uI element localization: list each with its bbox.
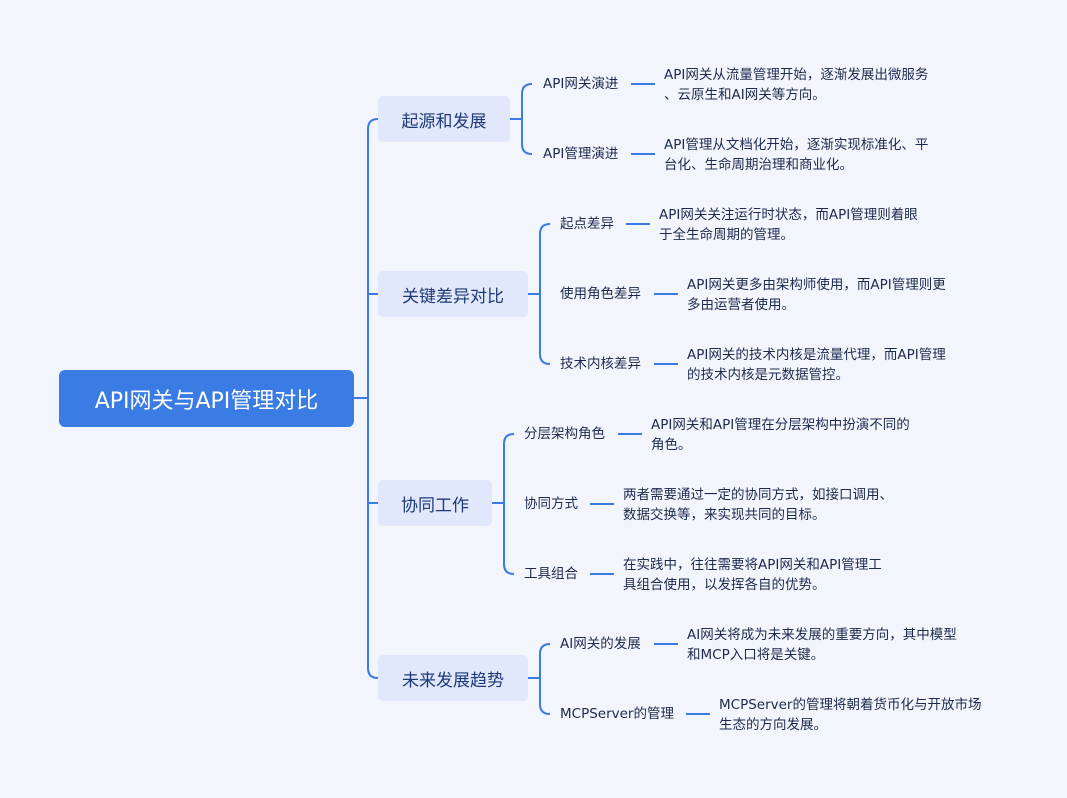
branch-collaboration[interactable]: 协同工作 <box>378 480 492 526</box>
branch-future-trends[interactable]: 未来发展趋势 <box>378 655 528 701</box>
leaf-api-gateway-evolution[interactable]: API网关演进 <box>543 76 619 92</box>
leaf-tech-core-difference[interactable]: 技术内核差异 <box>560 356 641 372</box>
branch-3-bracket <box>503 433 515 575</box>
leaf-mcpserver-management[interactable]: MCPServer的管理 <box>560 706 674 722</box>
branch-origin-development[interactable]: 起源和发展 <box>378 96 510 142</box>
branch-2-bracket <box>539 223 551 365</box>
root-node[interactable]: API网关与API管理对比 <box>59 370 354 427</box>
leaf-ai-gateway-development[interactable]: AI网关的发展 <box>560 636 641 652</box>
leaf-tool-combination[interactable]: 工具组合 <box>524 566 578 582</box>
desc-ai-gateway-development: AI网关将成为未来发展的重要方向，其中模型 和MCP入口将是关键。 <box>687 627 957 663</box>
desc-collaboration-method: 两者需要通过一定的协同方式，如接口调用、 数据交换等，来实现共同的目标。 <box>623 487 893 523</box>
leaf-layered-architecture-role[interactable]: 分层架构角色 <box>524 426 605 442</box>
desc-mcpserver-management: MCPServer的管理将朝着货币化与开放市场 生态的方向发展。 <box>719 697 982 733</box>
branch-1-bracket <box>521 83 533 155</box>
desc-tool-combination: 在实践中，往往需要将API网关和API管理工 具组合使用，以发挥各自的优势。 <box>623 557 882 593</box>
branch-key-differences[interactable]: 关键差异对比 <box>378 271 528 317</box>
desc-tech-core-difference: API网关的技术内核是流量代理，而API管理 的技术内核是元数据管控。 <box>687 347 946 383</box>
desc-layered-architecture-role: API网关和API管理在分层架构中扮演不同的 角色。 <box>651 417 910 453</box>
desc-starting-point-difference: API网关关注运行时状态，而API管理则着眼 于全生命周期的管理。 <box>659 207 918 243</box>
branch-4-bracket <box>539 643 551 715</box>
leaf-collaboration-method[interactable]: 协同方式 <box>524 496 578 512</box>
desc-api-gateway-evolution: API网关从流量管理开始，逐渐发展出微服务 、云原生和AI网关等方向。 <box>664 67 929 103</box>
leaf-user-role-difference[interactable]: 使用角色差异 <box>560 286 641 302</box>
desc-api-management-evolution: API管理从文档化开始，逐渐实现标准化、平 台化、生命周期治理和商业化。 <box>664 137 929 173</box>
leaf-api-management-evolution[interactable]: API管理演进 <box>543 146 619 162</box>
main-trunk <box>367 118 379 679</box>
desc-user-role-difference: API网关更多由架构师使用，而API管理则更 多由运营者使用。 <box>687 277 946 313</box>
leaf-starting-point-difference[interactable]: 起点差异 <box>560 216 614 232</box>
